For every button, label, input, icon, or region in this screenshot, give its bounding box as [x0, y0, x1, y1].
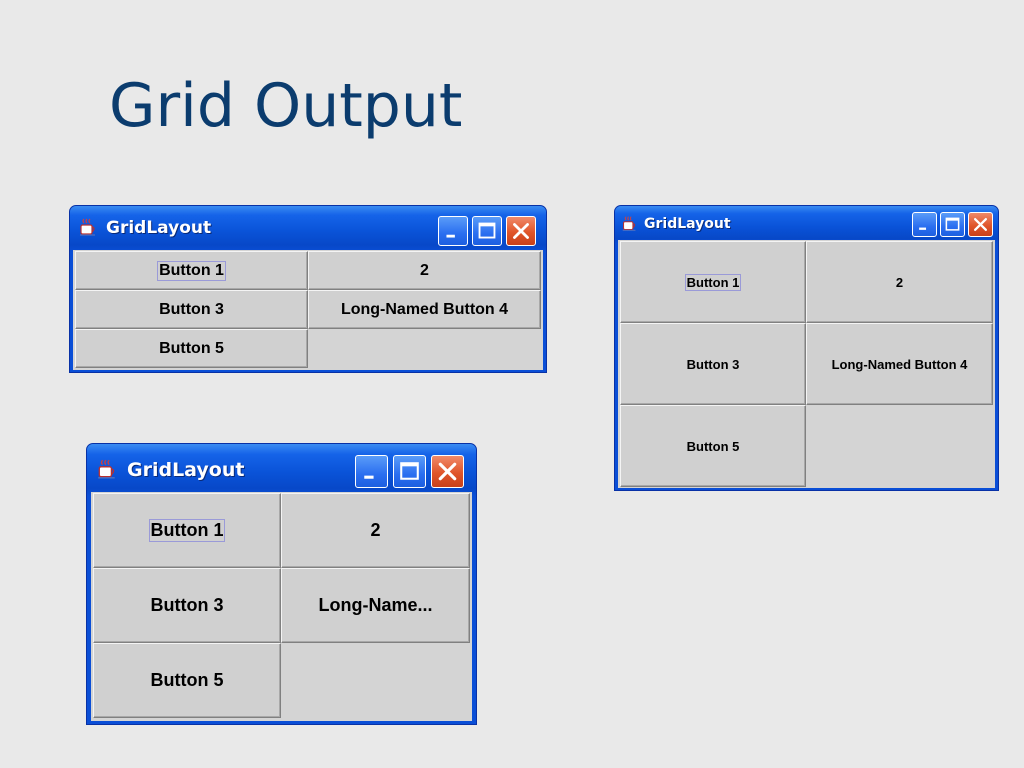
- window-title-bar[interactable]: GridLayout: [70, 206, 546, 252]
- maximize-button[interactable]: [940, 212, 965, 237]
- button-label: 2: [370, 520, 381, 540]
- minimize-button[interactable]: [438, 216, 468, 246]
- java-coffee-cup-icon: [622, 216, 636, 231]
- minimize-icon: [364, 475, 374, 479]
- button-label: Button 1: [157, 260, 226, 281]
- java-coffee-cup-icon: [98, 459, 115, 479]
- maximize-icon: [478, 222, 496, 239]
- maximize-icon: [945, 217, 960, 231]
- empty-grid-cell: [281, 643, 470, 718]
- window-title: GridLayout: [644, 216, 731, 232]
- close-button[interactable]: [968, 212, 993, 237]
- button-2[interactable]: 2: [806, 241, 993, 323]
- maximize-button[interactable]: [393, 455, 426, 488]
- gridlayout-window-narrow: GridLayout Button 1 2 Button 3 Long-Name…: [86, 443, 477, 725]
- button-label: Long-Named Button 4: [831, 356, 968, 372]
- window-title-bar[interactable]: GridLayout: [615, 206, 998, 244]
- java-coffee-cup-icon: [80, 218, 95, 236]
- button-5[interactable]: Button 5: [620, 405, 806, 487]
- button-3[interactable]: Button 3: [75, 290, 308, 329]
- button-label: Button 5: [159, 339, 224, 357]
- button-label: Button 3: [686, 356, 740, 372]
- window-content: Button 1 2 Button 3 Long-Named Button 4 …: [73, 250, 543, 370]
- button-label: Button 1: [148, 519, 226, 542]
- button-label: Long-Named Button 4: [340, 300, 509, 318]
- button-4[interactable]: Long-Named Button 4: [308, 290, 541, 329]
- button-grid: Button 1 2 Button 3 Long-Named Button 4 …: [75, 251, 541, 368]
- button-1[interactable]: Button 1: [620, 241, 806, 323]
- button-grid: Button 1 2 Button 3 Long-Name... Button …: [93, 493, 470, 718]
- button-label: Button 1: [684, 273, 742, 291]
- close-button[interactable]: [506, 216, 536, 246]
- button-label: Long-Name...: [318, 595, 433, 615]
- button-label: Button 5: [150, 670, 224, 690]
- close-icon: [973, 217, 988, 232]
- minimize-button[interactable]: [912, 212, 937, 237]
- close-button[interactable]: [431, 455, 464, 488]
- maximize-icon: [400, 462, 419, 480]
- gridlayout-window-wide: GridLayout Button 1 2 Button 3 Long-Name…: [69, 205, 547, 373]
- button-3[interactable]: Button 3: [93, 568, 281, 643]
- slide-title: Grid Output: [109, 71, 463, 141]
- minimize-icon: [919, 227, 927, 230]
- window-content: Button 1 2 Button 3 Long-Named Button 4 …: [618, 240, 995, 488]
- button-5[interactable]: Button 5: [75, 329, 308, 368]
- empty-grid-cell: [806, 405, 993, 487]
- maximize-button[interactable]: [472, 216, 502, 246]
- button-1[interactable]: Button 1: [75, 251, 308, 290]
- button-1[interactable]: Button 1: [93, 493, 281, 568]
- button-label: Button 3: [159, 300, 224, 318]
- minimize-icon: [446, 234, 455, 238]
- button-label: 2: [895, 274, 904, 290]
- button-4[interactable]: Long-Named Button 4: [806, 323, 993, 405]
- window-title: GridLayout: [127, 459, 245, 481]
- button-3[interactable]: Button 3: [620, 323, 806, 405]
- button-label: Button 5: [686, 438, 740, 454]
- window-title-bar[interactable]: GridLayout: [87, 444, 476, 496]
- empty-grid-cell: [308, 329, 541, 368]
- button-5[interactable]: Button 5: [93, 643, 281, 718]
- button-2[interactable]: 2: [308, 251, 541, 290]
- button-2[interactable]: 2: [281, 493, 470, 568]
- button-label: 2: [420, 261, 429, 279]
- close-icon: [513, 223, 529, 239]
- button-4[interactable]: Long-Name...: [281, 568, 470, 643]
- window-content: Button 1 2 Button 3 Long-Name... Button …: [91, 492, 472, 721]
- window-title: GridLayout: [106, 218, 212, 238]
- minimize-button[interactable]: [355, 455, 388, 488]
- close-icon: [438, 462, 457, 481]
- button-label: Button 3: [150, 595, 224, 615]
- gridlayout-window-tall: GridLayout Button 1 2 Button 3 Long-Name…: [614, 205, 999, 491]
- button-grid: Button 1 2 Button 3 Long-Named Button 4 …: [620, 241, 993, 487]
